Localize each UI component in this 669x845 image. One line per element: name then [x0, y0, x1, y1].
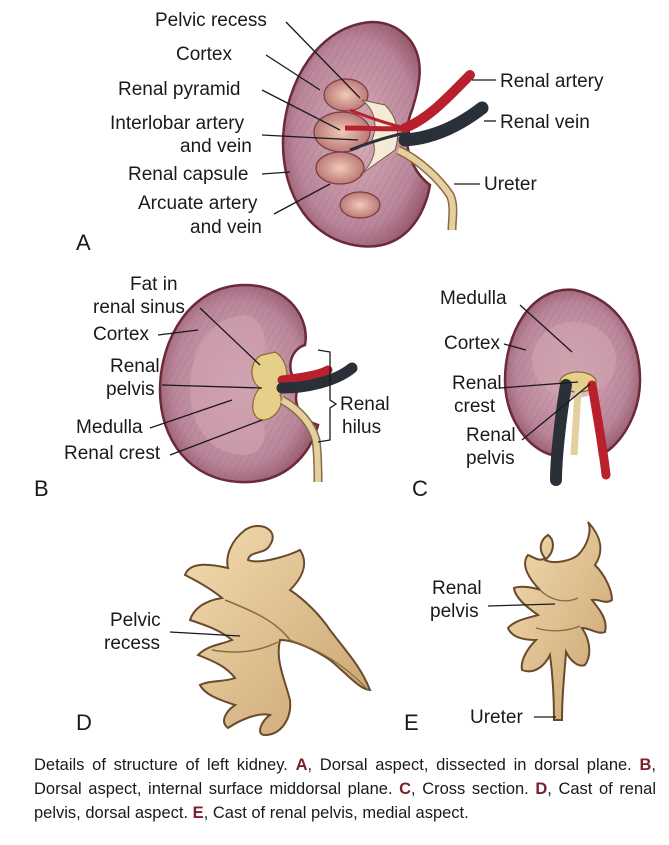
leader-renal-pyramid: [261, 89, 341, 131]
panel-c: C Medulla Cortex Renal crest Renal pelvi…: [412, 288, 642, 501]
label-renal-hilus-1: Renal: [340, 394, 390, 415]
label-renal-pelvis-c1: Renal: [466, 425, 516, 446]
label-fat-in: Fat in: [130, 274, 178, 295]
label-renal-crest-b: Renal crest: [64, 443, 161, 464]
label-renal-pelvis-b2: pelvis: [106, 379, 155, 400]
leader-pelvic-recess-d: [169, 631, 241, 637]
leader-interlobar: [261, 134, 359, 141]
caption-letter-e: E: [192, 804, 204, 822]
label-renal-hilus-2: hilus: [342, 417, 381, 438]
leader-renal-pelvis-b: [161, 384, 263, 389]
leader-renal-crest-c: [499, 381, 579, 389]
caption-letter-b: B: [639, 756, 652, 774]
label-renal-capsule: Renal capsule: [128, 164, 248, 185]
caption-letter-c: C: [399, 780, 412, 798]
leader-renal-capsule: [261, 171, 291, 175]
label-renal-vein: Renal vein: [500, 112, 590, 133]
leader-cortex-b: [157, 329, 199, 336]
leader-arcuate: [273, 183, 331, 215]
panel-letter-a: A: [76, 230, 91, 255]
label-renal-crest-c2: crest: [454, 396, 496, 417]
panel-d: D Pelvic recess: [76, 525, 372, 737]
panel-letter-d: D: [76, 710, 92, 735]
leader-medulla-c: [519, 304, 573, 353]
leader-renal-crest-b: [169, 419, 263, 456]
leader-cortex-c: [503, 343, 527, 351]
caption-text-e: , Cast of renal pelvis, medial aspect.: [203, 804, 469, 822]
caption-text-a: , Dorsal aspect, dissected in dorsal pla…: [307, 756, 640, 774]
caption-text-c: , Cross section.: [411, 780, 536, 798]
bracket-renal-hilus: [317, 349, 338, 443]
panel-letter-e: E: [404, 710, 419, 735]
kidney-c-illustration: [503, 288, 642, 486]
label-renal-pelvis-c2: pelvis: [466, 448, 515, 469]
panel-e: E Renal pelvis Ureter: [404, 521, 614, 735]
kidney-b-illustration: [158, 283, 358, 484]
label-pelvic-recess: Pelvic recess: [155, 10, 267, 31]
label-renal-sinus: renal sinus: [93, 297, 185, 318]
label-pelvic-recess-d2: recess: [104, 633, 160, 654]
label-interlobar-artery: Interlobar artery: [110, 113, 245, 134]
panel-b: B Fat in renal sinus Cortex Renal pelvis…: [34, 274, 390, 501]
label-renal-artery: Renal artery: [500, 71, 604, 92]
label-pelvic-recess-d1: Pelvic: [110, 610, 161, 631]
leader-medulla-b: [149, 399, 233, 429]
leader-renal-pelvis-e: [487, 603, 556, 607]
caption-letter-d: D: [535, 780, 548, 798]
leader-renal-pelvis-c: [521, 383, 591, 441]
label-interlobar-vein: and vein: [180, 136, 252, 157]
label-cortex-a: Cortex: [176, 44, 232, 65]
label-cortex-b: Cortex: [93, 324, 149, 345]
label-renal-pelvis-b1: Renal: [110, 356, 160, 377]
label-cortex-c: Cortex: [444, 333, 500, 354]
pelvis-cast-d-illustration: [183, 525, 372, 737]
label-arcuate-artery: Arcuate artery: [138, 193, 258, 214]
label-arcuate-vein: and vein: [190, 217, 262, 238]
label-medulla-b: Medulla: [76, 417, 143, 438]
kidney-a-illustration: [281, 20, 489, 248]
label-renal-crest-c1: Renal: [452, 373, 502, 394]
label-ureter-e: Ureter: [470, 707, 523, 728]
leader-cortex-a: [265, 54, 321, 91]
caption-intro: Details of structure of left kidney.: [34, 756, 296, 774]
panel-letter-c: C: [412, 476, 428, 501]
leader-pelvic-recess: [285, 21, 361, 99]
leader-fat-sinus: [199, 307, 261, 366]
caption-letter-a: A: [295, 756, 308, 774]
figure-caption: Details of structure of left kidney. A, …: [34, 753, 656, 825]
caption-text-d: , Cast of renal pelvis, dorsal aspect.: [34, 780, 657, 822]
pelvis-cast-e-illustration: [506, 521, 614, 721]
label-renal-pelvis-e1: Renal: [432, 578, 482, 599]
label-ureter-a: Ureter: [484, 174, 537, 195]
caption-text-b: , Dorsal aspect, internal surface middor…: [34, 756, 657, 798]
label-renal-pelvis-e2: pelvis: [430, 601, 479, 622]
label-medulla-c: Medulla: [440, 288, 507, 309]
label-renal-pyramid: Renal pyramid: [118, 79, 241, 100]
panel-letter-b: B: [34, 476, 49, 501]
panel-a: A Pelvic recess Cortex Renal pyramid Int…: [76, 10, 604, 255]
